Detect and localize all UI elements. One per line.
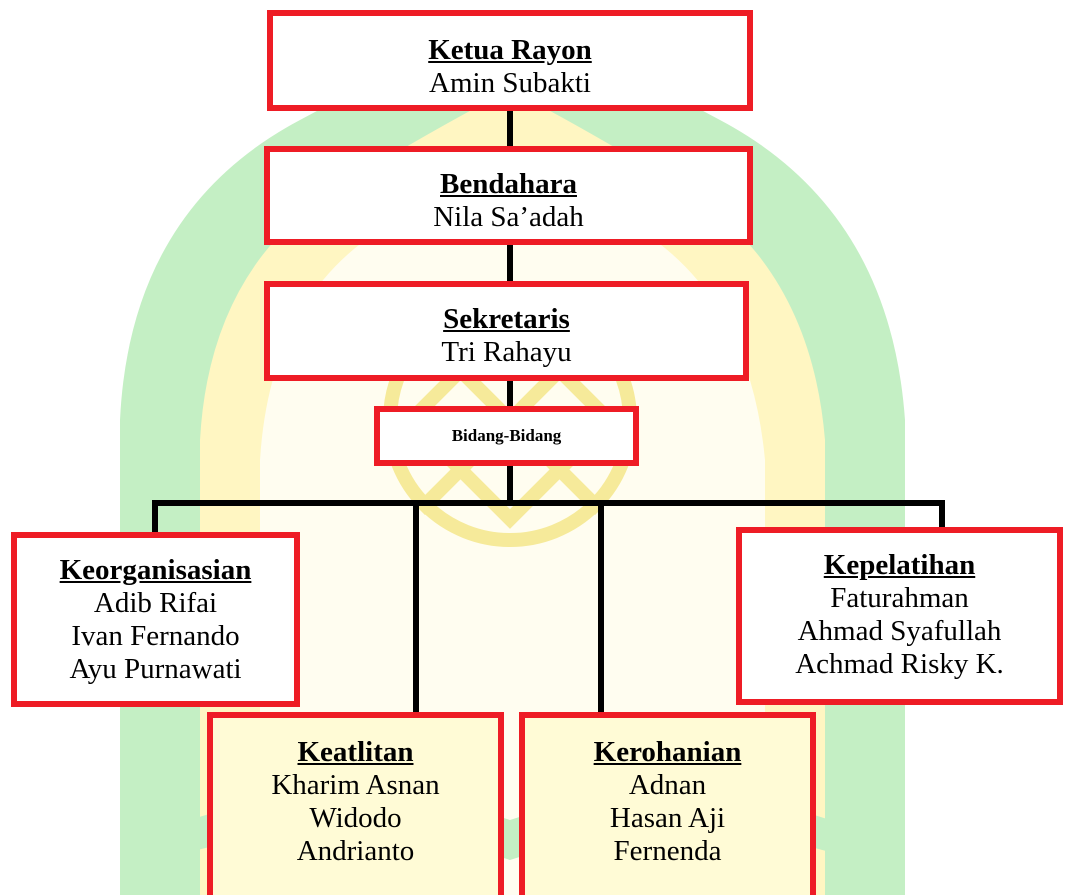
kerohanian-title: Kerohanian xyxy=(593,736,742,768)
bidang-title: Bidang-Bidang xyxy=(451,426,562,445)
kerohanian-member: Adnan xyxy=(628,769,707,801)
keorganisasian-member: Adib Rifai xyxy=(93,587,218,619)
ketua-name: Amin Subakti xyxy=(429,67,591,99)
sekretaris-name: Tri Rahayu xyxy=(441,336,572,368)
kepelatihan-member: Achmad Risky K. xyxy=(795,648,1004,680)
box-sekretaris: Sekretaris Tri Rahayu xyxy=(264,281,749,381)
bendahara-name: Nila Sa’adah xyxy=(433,201,584,233)
bendahara-title: Bendahara xyxy=(440,168,577,200)
keorganisasian-member: Ayu Purnawati xyxy=(69,653,242,685)
box-keatlitan: Keatlitan Kharim Asnan Widodo Andrianto xyxy=(207,712,504,895)
box-kerohanian: Kerohanian Adnan Hasan Aji Fernenda xyxy=(519,712,816,895)
keatlitan-title: Keatlitan xyxy=(297,736,414,768)
keatlitan-member: Andrianto xyxy=(296,835,415,867)
keatlitan-member: Kharim Asnan xyxy=(271,769,440,801)
keorganisasian-member: Ivan Fernando xyxy=(71,620,240,652)
ketua-title: Ketua Rayon xyxy=(428,34,592,66)
box-kepelatihan: Kepelatihan Faturahman Ahmad Syafullah A… xyxy=(736,527,1063,705)
keorganisasian-title: Keorganisasian xyxy=(59,554,252,586)
keatlitan-member: Widodo xyxy=(309,802,402,834)
box-keorganisasian: Keorganisasian Adib Rifai Ivan Fernando … xyxy=(11,532,300,707)
kepelatihan-member: Faturahman xyxy=(830,582,969,614)
box-bendahara: Bendahara Nila Sa’adah xyxy=(264,146,753,245)
kepelatihan-member: Ahmad Syafullah xyxy=(797,615,1002,647)
box-bidang-bidang: Bidang-Bidang xyxy=(374,406,639,466)
sekretaris-title: Sekretaris xyxy=(443,303,570,335)
box-ketua-rayon: Ketua Rayon Amin Subakti xyxy=(267,10,753,111)
kerohanian-member: Hasan Aji xyxy=(609,802,726,834)
kerohanian-member: Fernenda xyxy=(613,835,722,867)
kepelatihan-title: Kepelatihan xyxy=(823,549,976,581)
